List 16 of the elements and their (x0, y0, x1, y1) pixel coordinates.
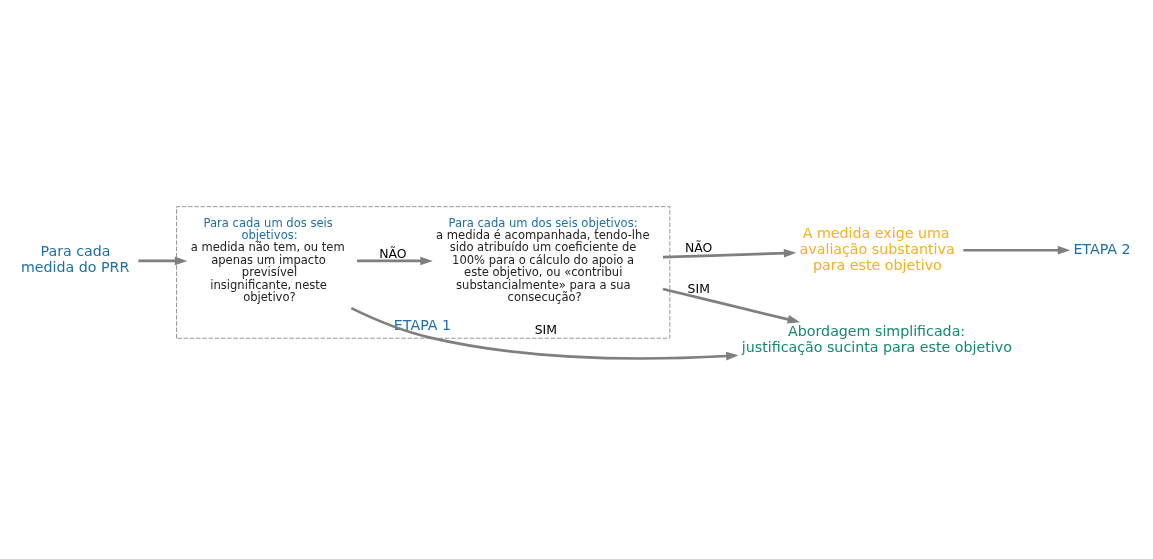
node-text: A medida exige uma avaliação substantiva para este objetivo (799, 224, 955, 273)
arrow (662, 248, 797, 258)
node-text: ETAPA 2 (1073, 240, 1131, 257)
edge-label: SIM (534, 321, 557, 337)
arrow (138, 256, 188, 265)
node-text: Abordagem simplificada: justificação sucinta para este objetivo (741, 322, 1012, 355)
edge-label: SIM (687, 280, 710, 296)
edge-label: NÃO (379, 245, 407, 261)
arrow (662, 287, 801, 324)
arrow (357, 256, 433, 265)
edge-label: NÃO (685, 239, 713, 255)
arrow (350, 306, 739, 360)
node-text: Para cada um dos seis objetivos: a medida é acompanhada, tendo-lhe sido atribuído um coeficiente de 100% para o cálculo do apoio a este objetivo, ou «contribui substancialmente» para a sua consecução? (436, 215, 650, 304)
arrow (963, 245, 1071, 255)
node-text: Para cada medida do PRR (20, 242, 130, 275)
node-text: Para cada um dos seis objetivos: a medida não tem, ou tem apenas um impacto previsível insignificante, neste objetivo? (190, 215, 345, 304)
